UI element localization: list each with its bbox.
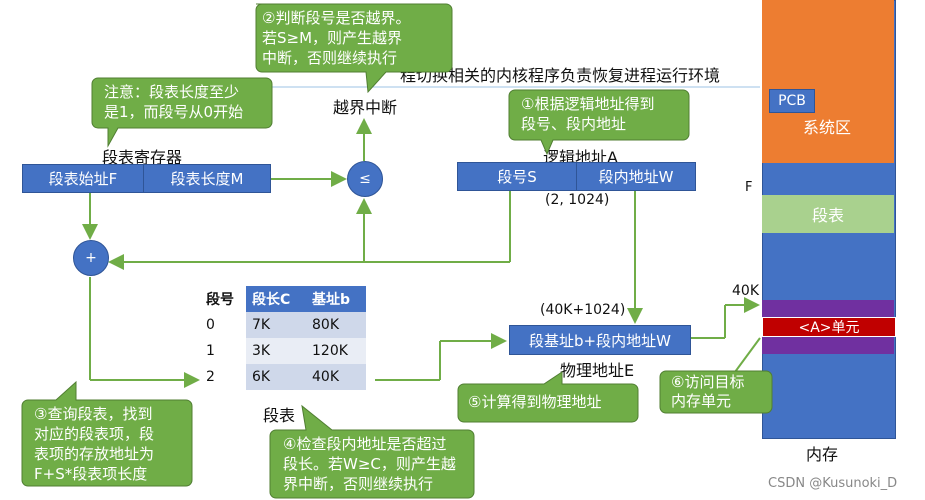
- callout-line: F+S*段表项长度: [34, 465, 148, 483]
- callout-5-shape: [457, 371, 639, 423]
- callout-line: 对应的段表项，段: [34, 425, 155, 443]
- row-seg-len: 3K: [246, 338, 306, 364]
- callout-note: 注意：段表长度至少 是1，而段号从0开始: [104, 82, 243, 122]
- watermark: CSDN @Kusunoki_D: [768, 476, 898, 491]
- segment-table-register-label: 段表寄存器: [102, 148, 183, 167]
- callout-3: ③查询段表，找到 对应的段表项，段 表项的存放地址为 F+S*段表项长度: [34, 404, 154, 484]
- header-seg-len: 段长C: [246, 286, 306, 312]
- memory-system-region: [762, 0, 894, 163]
- callout-line: 表项的存放地址为: [34, 445, 155, 463]
- callout-line: ①根据逻辑地址得到: [521, 95, 655, 113]
- callout-note-shape: [91, 77, 273, 148]
- physical-value: (40K+1024): [540, 302, 626, 318]
- callout-line: 段长。若W≥C，则产生越: [283, 455, 456, 473]
- segment-table: 段号 段长C 基址b 0 7K 80K 1 3K 120K 2 6K 40K: [200, 286, 366, 390]
- adder-node: +: [73, 240, 109, 276]
- row-seg-no: 1: [200, 338, 246, 364]
- segment-table-label: 段表: [263, 406, 296, 425]
- row-base: 40K: [306, 364, 366, 390]
- callout-line: 内存单元: [671, 392, 732, 410]
- callout-1: ①根据逻辑地址得到 段号、段内地址: [521, 94, 654, 134]
- row-seg-len: 6K: [246, 364, 306, 390]
- callout-line: 若S≥M，则产生越界: [262, 29, 403, 47]
- table-row: 0 7K 80K: [200, 312, 366, 338]
- row-base: 120K: [306, 338, 366, 364]
- callout-line: ④检查段内地址是否超过: [283, 435, 447, 453]
- callout-4: ④检查段内地址是否超过 段长。若W≥C，则产生越 界中断，否则继续执行: [283, 434, 456, 494]
- memory-target-cell: <A>单元: [762, 317, 896, 337]
- callout-1-shape: [508, 89, 690, 156]
- overflow-interrupt-label: 越界中断: [333, 98, 398, 117]
- register-start-field: 段表始址F: [22, 164, 144, 193]
- callout-line: ②判断段号是否越界。: [262, 9, 411, 27]
- callout-line: 注意：段表长度至少: [104, 83, 240, 101]
- physical-address-box: 段基址b+段内地址W: [509, 325, 691, 355]
- page-title: 程切换相关的内核程序负责恢复进程运行环境: [400, 66, 721, 85]
- callout-4-shape: [269, 404, 475, 499]
- callout-line: 段号、段内地址: [521, 115, 627, 133]
- callout-6: ⑥访问目标 内存单元: [671, 373, 744, 411]
- header-seg-no: 段号: [200, 286, 246, 312]
- compare-node: ≤: [347, 161, 383, 197]
- callout-line: ⑤计算得到物理地址: [468, 393, 602, 411]
- f-marker: F: [745, 180, 753, 195]
- logical-offset-field: 段内地址W: [576, 162, 696, 191]
- callout-6-shape: [659, 370, 773, 414]
- header-base: 基址b: [306, 286, 366, 312]
- line-callout6: [734, 337, 761, 373]
- logical-seg-field: 段号S: [457, 162, 577, 191]
- register-length-field: 段表长度M: [143, 164, 271, 193]
- address-40k: 40K: [732, 283, 759, 299]
- physical-address-label: 物理地址E: [560, 361, 635, 380]
- callout-5: ⑤计算得到物理地址: [468, 392, 601, 412]
- row-base: 80K: [306, 312, 366, 338]
- callout-2: ②判断段号是否越界。 若S≥M，则产生越界 中断，否则继续执行: [262, 8, 410, 68]
- callout-2-shape: [255, 3, 453, 94]
- table-row: 2 6K 40K: [200, 364, 366, 390]
- memory-segtable-region: 段表: [762, 195, 894, 233]
- callout-line: 界中断，否则继续执行: [283, 475, 434, 493]
- callout-line: ③查询段表，找到: [34, 405, 153, 423]
- system-area-label: 系统区: [803, 118, 852, 137]
- table-row: 1 3K 120K: [200, 338, 366, 364]
- callout-line: 中断，否则继续执行: [262, 49, 398, 67]
- row-seg-len: 7K: [246, 312, 306, 338]
- logical-value: (2, 1024): [545, 192, 610, 208]
- callout-line: 是1，而段号从0开始: [104, 103, 244, 121]
- callout-line: ⑥访问目标: [671, 373, 745, 391]
- pcb-block: PCB: [769, 89, 815, 113]
- memory-label: 内存: [806, 445, 839, 464]
- row-seg-no: 2: [200, 364, 246, 390]
- callout-3-shape: [21, 380, 193, 487]
- row-seg-no: 0: [200, 312, 246, 338]
